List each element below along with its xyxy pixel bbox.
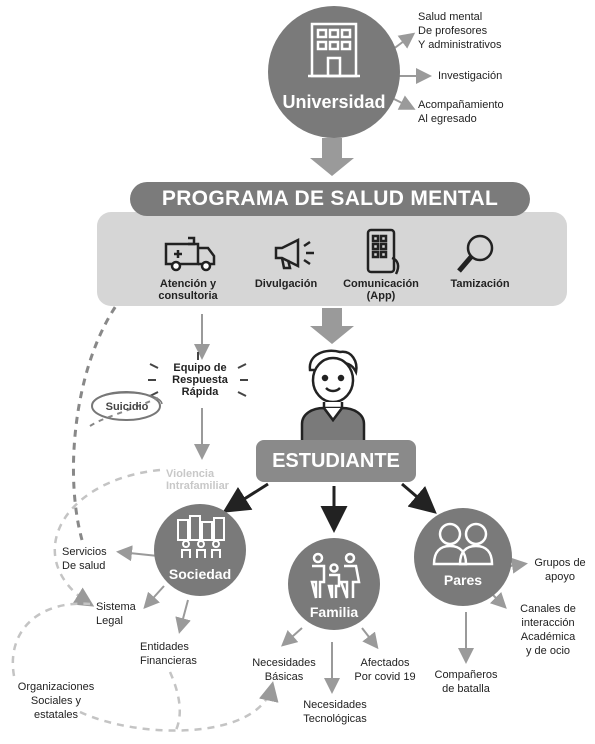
university-output-research: Investigación bbox=[438, 70, 503, 82]
response-team-label: Equipo de Respuesta Rápida bbox=[172, 362, 228, 398]
university-output-mental-health: Salud mental De profesores Y administrat… bbox=[418, 11, 502, 51]
dashed-services-attention bbox=[72, 268, 153, 541]
arrow-student-peers bbox=[401, 482, 437, 514]
arrow-peers-channels bbox=[489, 591, 507, 609]
arrow-society-legal bbox=[143, 585, 165, 609]
service-communication-label: Comunicación (App) bbox=[343, 278, 419, 302]
society-item-health-services: Servicios De salud bbox=[62, 546, 107, 572]
family-item-tech-needs: Necesidades Tecnológicas bbox=[303, 699, 367, 725]
family-item-basic-needs: Necesidades Básicas bbox=[252, 657, 316, 683]
big-arrow-program-student bbox=[310, 308, 354, 344]
society-node: Sociedad bbox=[154, 504, 246, 596]
arrow-uni-alumni bbox=[391, 95, 416, 110]
violence-label: Violencia Intrafamiliar bbox=[166, 468, 229, 492]
dashed-orgs-legal bbox=[11, 602, 91, 677]
peers-icon bbox=[432, 522, 494, 566]
service-attention-label: Atención y consultoria bbox=[158, 278, 218, 302]
community-icon bbox=[177, 515, 225, 558]
arrow-family-basic bbox=[281, 627, 303, 647]
family-node: Familia bbox=[288, 538, 380, 630]
university-node: Universidad bbox=[268, 6, 400, 138]
ambulance-icon bbox=[164, 236, 216, 272]
arrow-family-covid bbox=[361, 627, 379, 650]
program-services-panel bbox=[97, 212, 567, 306]
suicide-label: Suicidio bbox=[105, 401, 149, 413]
big-arrow-uni-program bbox=[310, 138, 354, 176]
university-label: Universidad bbox=[282, 92, 386, 112]
peers-item-mates: Compañeros de batalla bbox=[434, 669, 498, 695]
megaphone-icon bbox=[274, 237, 314, 270]
peers-label: Pares bbox=[443, 572, 483, 588]
peers-item-support-groups: Grupos de apoyo bbox=[534, 557, 586, 583]
mobile-app-icon bbox=[366, 228, 400, 275]
peers-node: Pares bbox=[414, 508, 512, 606]
magnifier-icon bbox=[457, 234, 494, 273]
society-item-organizations: Organizaciones Sociales y estatales bbox=[17, 681, 95, 721]
family-item-covid: Afectados Por covid 19 bbox=[354, 657, 416, 683]
arrow-society-financial bbox=[175, 599, 191, 634]
dashed-orgs-financial2 bbox=[168, 671, 181, 731]
dashed-orgs-financial bbox=[79, 681, 279, 732]
peers-item-channels: Canales de interacción Académica y de oc… bbox=[520, 603, 576, 657]
society-item-financial-entities: Entidades Financieras bbox=[140, 641, 197, 667]
service-screening-label: Tamización bbox=[450, 278, 510, 290]
student-avatar-icon bbox=[300, 349, 366, 444]
dashed-violence-legal bbox=[53, 468, 161, 607]
arrow-society-services bbox=[116, 545, 159, 562]
student-label: ESTUDIANTE bbox=[256, 440, 416, 482]
service-divulgation-label: Divulgación bbox=[254, 278, 318, 290]
university-building-icon bbox=[308, 22, 360, 78]
arrow-peers-groups bbox=[509, 557, 528, 574]
burst-marks bbox=[148, 352, 248, 397]
society-label: Sociedad bbox=[168, 566, 232, 582]
arrow-student-society bbox=[222, 482, 269, 513]
university-output-alumni: Acompañamiento Al egresado bbox=[418, 99, 504, 125]
family-label: Familia bbox=[309, 604, 359, 620]
family-icon bbox=[310, 552, 361, 599]
program-title: PROGRAMA DE SALUD MENTAL bbox=[130, 182, 530, 216]
dashed-suicide-team bbox=[89, 397, 159, 427]
society-item-legal-system: Sistema Legal bbox=[96, 601, 136, 627]
